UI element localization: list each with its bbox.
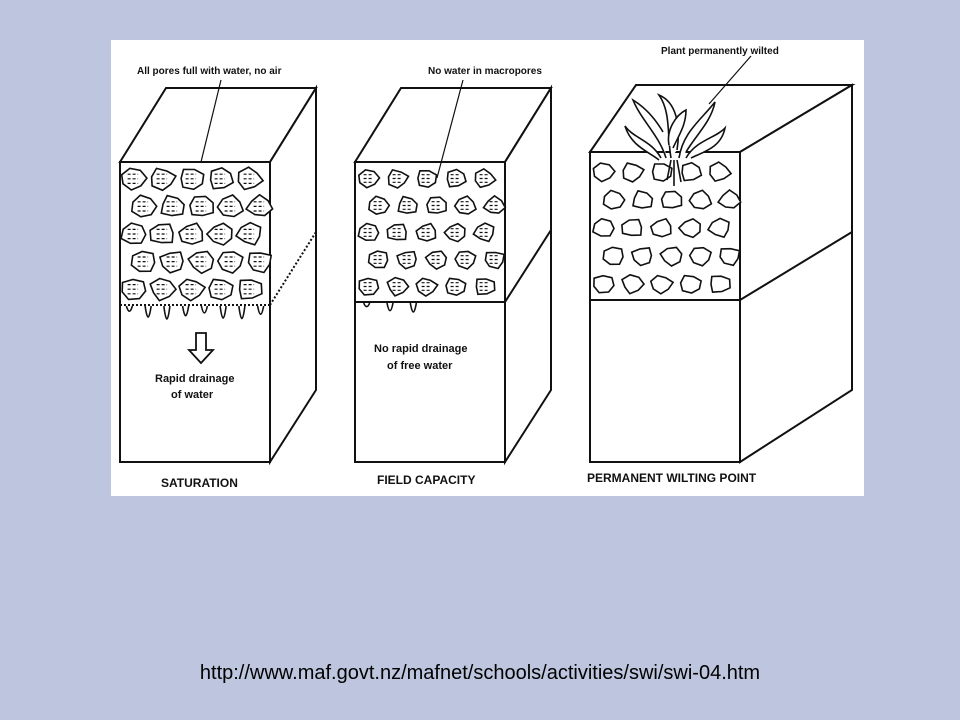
soil-aggregate (593, 274, 615, 294)
water-drip (125, 305, 134, 312)
annotation-leaders (200, 55, 752, 179)
wilted-plant-icon (624, 93, 727, 186)
soil-aggregate (357, 222, 380, 242)
soil-aggregate (472, 222, 495, 243)
field-capacity-note-line1: No rapid drainage (374, 343, 468, 355)
drainage-arrow-icon (186, 332, 216, 365)
soil-aggregate (415, 222, 437, 242)
field-capacity-aggregates (357, 167, 507, 297)
soil-aggregate (706, 217, 730, 239)
soil-aggregate (234, 221, 262, 246)
soil-aggregate (149, 223, 174, 244)
soil-aggregate (415, 277, 439, 297)
soil-aggregate (659, 246, 683, 267)
saturation-block (118, 84, 318, 466)
wilting-point-side-boundary (739, 231, 853, 301)
soil-aggregate (710, 275, 731, 293)
water-drip (219, 305, 227, 319)
wilting-point-block (588, 83, 856, 464)
soil-aggregate (677, 217, 702, 239)
soil-aggregate (482, 194, 507, 214)
soil-aggregate (622, 162, 646, 183)
water-drip (163, 305, 171, 320)
wilting-point-side-face (739, 83, 853, 464)
field-capacity-note-line2: of free water (387, 360, 453, 372)
soil-aggregate (426, 196, 447, 214)
soil-aggregate (453, 195, 477, 215)
field-capacity-side-boundary (504, 229, 552, 303)
soil-aggregate (621, 273, 646, 295)
water-drip (256, 305, 265, 315)
soil-aggregate (632, 189, 654, 209)
saturation-note-line2: of water (171, 389, 214, 401)
soil-aggregate (178, 278, 207, 302)
field-capacity-drips (362, 302, 418, 313)
field-capacity-block (353, 84, 553, 466)
saturation-aggregates (120, 166, 274, 302)
soil-aggregate (602, 189, 626, 210)
soil-aggregate (187, 250, 215, 275)
soil-aggregate (602, 246, 624, 266)
soil-aggregate (216, 251, 244, 275)
saturation-title: SATURATION (161, 476, 238, 490)
water-drip (409, 302, 418, 313)
soil-aggregate (679, 274, 703, 294)
water-drip (144, 305, 152, 318)
soil-aggregate (396, 250, 417, 270)
saturation-leader-line (200, 79, 222, 163)
soil-water-diagram: All pores full with water, no air No wat… (111, 40, 864, 496)
wilting-point-title: PERMANENT WILTING POINT (587, 471, 757, 485)
soil-aggregate (630, 247, 653, 267)
field-capacity-pores-label: No water in macropores (428, 66, 542, 77)
water-drip (386, 302, 394, 312)
soil-aggregate (719, 247, 741, 267)
soil-aggregate (454, 250, 477, 270)
soil-aggregate (660, 190, 683, 209)
soil-aggregate (216, 194, 245, 218)
wilting-point-aggregates (591, 161, 742, 295)
soil-aggregate (484, 251, 506, 270)
soil-aggregate (158, 251, 184, 274)
saturation-pores-label: All pores full with water, no air (137, 66, 282, 77)
soil-aggregate (621, 218, 643, 237)
soil-aggregate (688, 246, 713, 267)
wilting-leader-line (708, 55, 752, 105)
soil-aggregate (244, 193, 274, 217)
soil-aggregate (247, 252, 273, 274)
soil-blocks-illustration: All pores full with water, no air No wat… (118, 46, 856, 490)
soil-aggregate (386, 223, 407, 241)
water-drip (181, 305, 190, 317)
water-drip (362, 302, 371, 308)
soil-aggregate (120, 222, 147, 245)
soil-aggregate (592, 162, 616, 183)
soil-aggregate (709, 161, 733, 183)
soil-aggregate (443, 222, 466, 243)
saturation-note-line1: Rapid drainage (155, 373, 234, 385)
wilted-plant-label: Plant permanently wilted (661, 46, 779, 57)
water-drip (200, 305, 209, 314)
source-url[interactable]: http://www.maf.govt.nz/mafnet/schools/ac… (199, 662, 761, 684)
water-drip (238, 305, 246, 320)
soil-aggregate (205, 222, 233, 246)
soil-aggregate (716, 188, 742, 209)
soil-aggregate (681, 161, 703, 182)
saturation-drips (125, 305, 265, 320)
saturation-side-face (269, 84, 317, 466)
soil-aggregate (688, 189, 713, 210)
field-capacity-side-face (504, 84, 552, 466)
soil-aggregate (591, 217, 615, 237)
soil-aggregate (367, 250, 389, 269)
field-capacity-title: FIELD CAPACITY (377, 473, 475, 487)
soil-aggregate (424, 250, 448, 271)
field-capacity-leader-line (436, 79, 464, 179)
soil-aggregate (649, 274, 675, 295)
soil-aggregate (649, 217, 672, 238)
